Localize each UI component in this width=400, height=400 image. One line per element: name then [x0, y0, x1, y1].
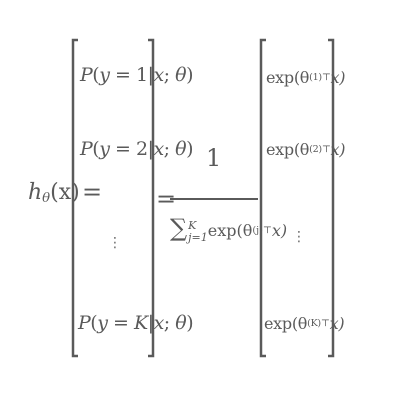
exp-argument-tail: x) [329, 314, 345, 333]
exp-argument-tail: x) [330, 68, 346, 87]
right-vector-open-bracket [259, 38, 266, 358]
exp-argument-tail: x) [330, 140, 346, 159]
var-theta: θ [175, 138, 187, 160]
lhs-theta-subscript: θ [42, 191, 51, 207]
right-vector-row-1: exp(θ(1)⊤x) [266, 68, 346, 87]
var-x: x [153, 138, 164, 160]
right-vector-row-K: exp(θ(K)⊤x) [264, 314, 345, 333]
right-vector-row-2: exp(θ(2)⊤x) [266, 140, 346, 159]
lhs-hypothesis: hθ(x) [28, 180, 80, 207]
var-y: y [97, 312, 108, 334]
left-vector-vdots: ⋮ [108, 235, 122, 251]
prob-P: P [80, 138, 93, 160]
eq-sign: = [109, 64, 136, 86]
paren-open: ( [90, 312, 98, 334]
right-vector-vdots: ⋮ [292, 229, 306, 245]
var-x: x [153, 64, 164, 86]
var-theta: θ [175, 312, 187, 334]
class-value: 1 [135, 64, 148, 86]
var-theta: θ [175, 64, 187, 86]
var-x: x [153, 312, 165, 334]
equals-sign-1: = [82, 178, 103, 206]
semicolon: ; [163, 138, 176, 160]
denominator-term: exp(θ [207, 221, 253, 240]
var-y: y [99, 64, 110, 86]
paren-open: ( [92, 138, 100, 160]
left-vector-row-1: P(y = 1|x; θ) [80, 64, 193, 86]
var-y: y [99, 138, 110, 160]
lhs-h: h [28, 180, 43, 205]
semicolon: ; [163, 64, 176, 86]
paren-close: ) [186, 64, 193, 86]
fraction-numerator: 1 [206, 144, 222, 172]
equals-sign-2: = [156, 185, 177, 213]
theta-superscript: (K)⊤ [307, 317, 330, 329]
eq-sign: = [109, 138, 136, 160]
given-bar: | [147, 64, 154, 86]
left-vector-row-K: P(y = K|x; θ) [78, 312, 194, 334]
semicolon: ; [163, 312, 176, 334]
theta-superscript: (2)⊤ [309, 143, 331, 155]
right-vector-close-bracket [328, 38, 335, 358]
sum-symbol: ∑ [170, 214, 188, 242]
sum-lower-limit: j=1 [188, 230, 208, 244]
exp-function: exp(θ [264, 314, 308, 333]
paren-open: ( [92, 64, 100, 86]
paren-close: ) [186, 312, 194, 334]
prob-P: P [80, 64, 93, 86]
class-value: K [133, 312, 148, 334]
given-bar: | [147, 312, 154, 334]
left-vector-close-bracket [148, 38, 155, 358]
eq-sign: = [107, 312, 134, 334]
theta-superscript: (1)⊤ [309, 71, 331, 83]
left-vector-open-bracket [71, 38, 78, 358]
sum-upper-limit: K [188, 218, 197, 232]
lhs-argument: (x) [50, 180, 80, 205]
exp-function: exp(θ [266, 68, 310, 87]
prob-P: P [78, 312, 91, 334]
class-value: 2 [135, 138, 148, 160]
exp-function: exp(θ [266, 140, 310, 159]
fraction-bar [170, 198, 258, 200]
denominator-term-tail: x) [271, 221, 288, 240]
given-bar: | [147, 138, 154, 160]
paren-close: ) [186, 138, 193, 160]
left-vector-row-2: P(y = 2|x; θ) [80, 138, 193, 160]
